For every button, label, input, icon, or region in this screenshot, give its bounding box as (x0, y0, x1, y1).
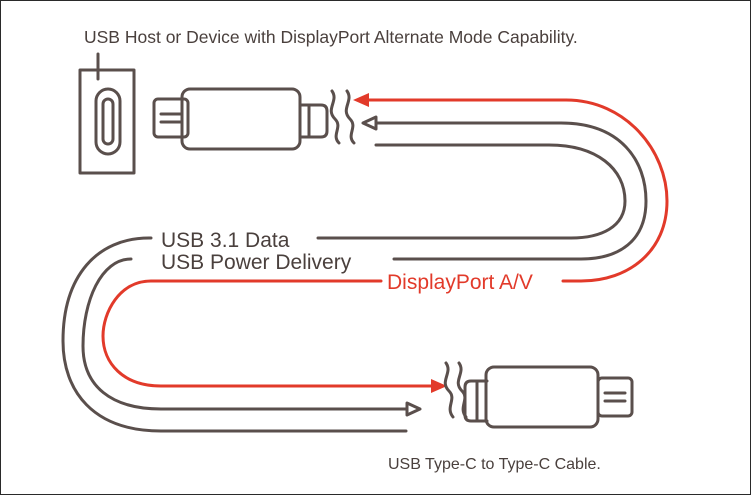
usb-c-plug-icon (443, 361, 634, 429)
label-usb-power: USB Power Delivery (161, 251, 352, 274)
red-arrow-right-icon (431, 379, 447, 393)
label-usb-data: USB 3.1 Data (161, 229, 290, 252)
arrow-heads (353, 93, 447, 417)
top-plug-icon (152, 87, 356, 151)
label-displayport: DisplayPort A/V (387, 271, 533, 294)
cable-lines (61, 121, 648, 433)
bottom-caption: USB Type-C to Type-C Cable. (388, 456, 601, 473)
displayport-line (101, 98, 669, 388)
usb-c-port-icon (78, 52, 136, 175)
gray-arrow-right-icon (405, 401, 422, 417)
gray-arrow-left-icon (361, 115, 378, 131)
red-arrow-left-icon (353, 93, 369, 107)
top-caption: USB Host or Device with DisplayPort Alte… (84, 27, 578, 47)
